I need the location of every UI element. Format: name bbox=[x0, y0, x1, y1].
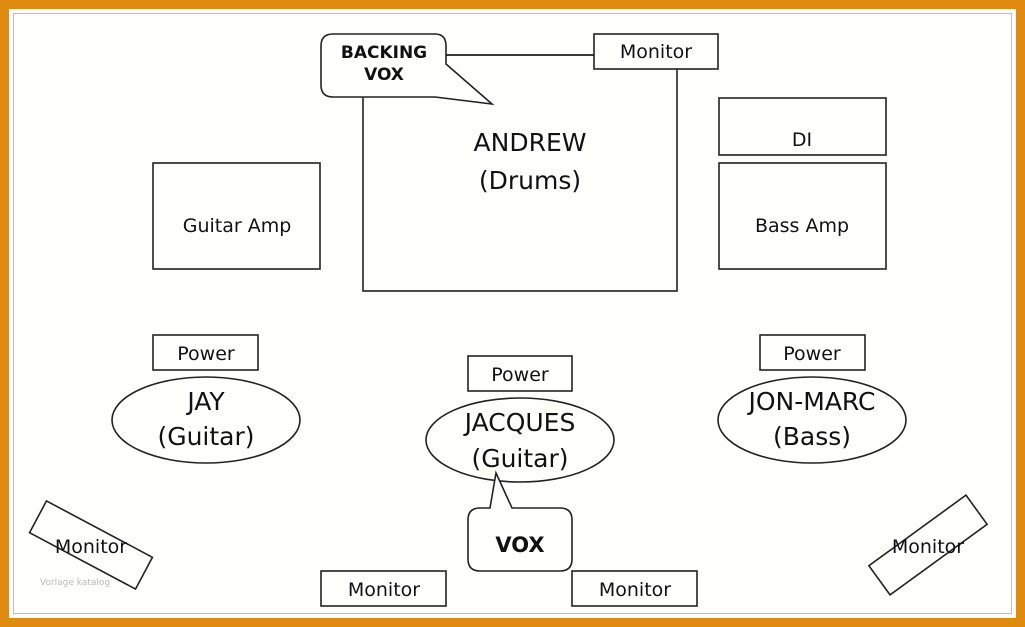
monitor-bottom-right-label: Monitor bbox=[599, 579, 671, 601]
power-right-label: Power bbox=[783, 343, 841, 365]
power-right-box bbox=[759, 334, 866, 371]
drums-player-role: (Drums) bbox=[479, 166, 581, 195]
watermark-text: Vorlage katalog bbox=[40, 578, 110, 588]
jacques-ellipse bbox=[425, 397, 615, 483]
jacques-role: (Guitar) bbox=[471, 444, 568, 473]
monitor-corner-left-box bbox=[28, 499, 154, 591]
drums-player-name: ANDREW bbox=[474, 128, 587, 157]
di-label: DI bbox=[792, 129, 812, 151]
top-monitor-box bbox=[593, 33, 719, 70]
di-box bbox=[718, 97, 887, 156]
power-center-label: Power bbox=[491, 364, 549, 386]
guitar-amp-box bbox=[152, 162, 321, 270]
bass-amp-box bbox=[718, 162, 887, 270]
backing-vox-label-line1: BACKING bbox=[341, 43, 427, 63]
guitar-amp-label: Guitar Amp bbox=[183, 215, 292, 237]
monitor-corner-right-label: Monitor bbox=[892, 536, 964, 558]
top-monitor-label: Monitor bbox=[620, 41, 692, 63]
monitor-corner-left-label: Monitor bbox=[55, 536, 127, 558]
monitor-corner-right-box bbox=[867, 494, 989, 596]
jacques-name: JACQUES bbox=[463, 408, 576, 437]
jon-marc-ellipse bbox=[717, 376, 907, 464]
backing-vox-label-line2: VOX bbox=[364, 65, 404, 85]
monitor-bottom-left-label: Monitor bbox=[348, 579, 420, 601]
jon-marc-name: JON-MARC bbox=[746, 387, 875, 416]
bass-amp-label: Bass Amp bbox=[755, 215, 849, 237]
monitor-bottom-right-box bbox=[571, 570, 698, 607]
power-left-label: Power bbox=[177, 343, 235, 365]
jay-name: JAY bbox=[185, 387, 225, 416]
jon-marc-role: (Bass) bbox=[773, 422, 851, 451]
vox-label: VOX bbox=[495, 533, 544, 557]
backing-vox-bubble bbox=[320, 33, 495, 106]
jay-ellipse bbox=[111, 376, 301, 464]
vox-bubble bbox=[467, 470, 573, 572]
monitor-bottom-left-box bbox=[320, 570, 447, 607]
power-center-box bbox=[467, 355, 573, 392]
power-left-box bbox=[152, 334, 259, 371]
jay-role: (Guitar) bbox=[157, 422, 254, 451]
